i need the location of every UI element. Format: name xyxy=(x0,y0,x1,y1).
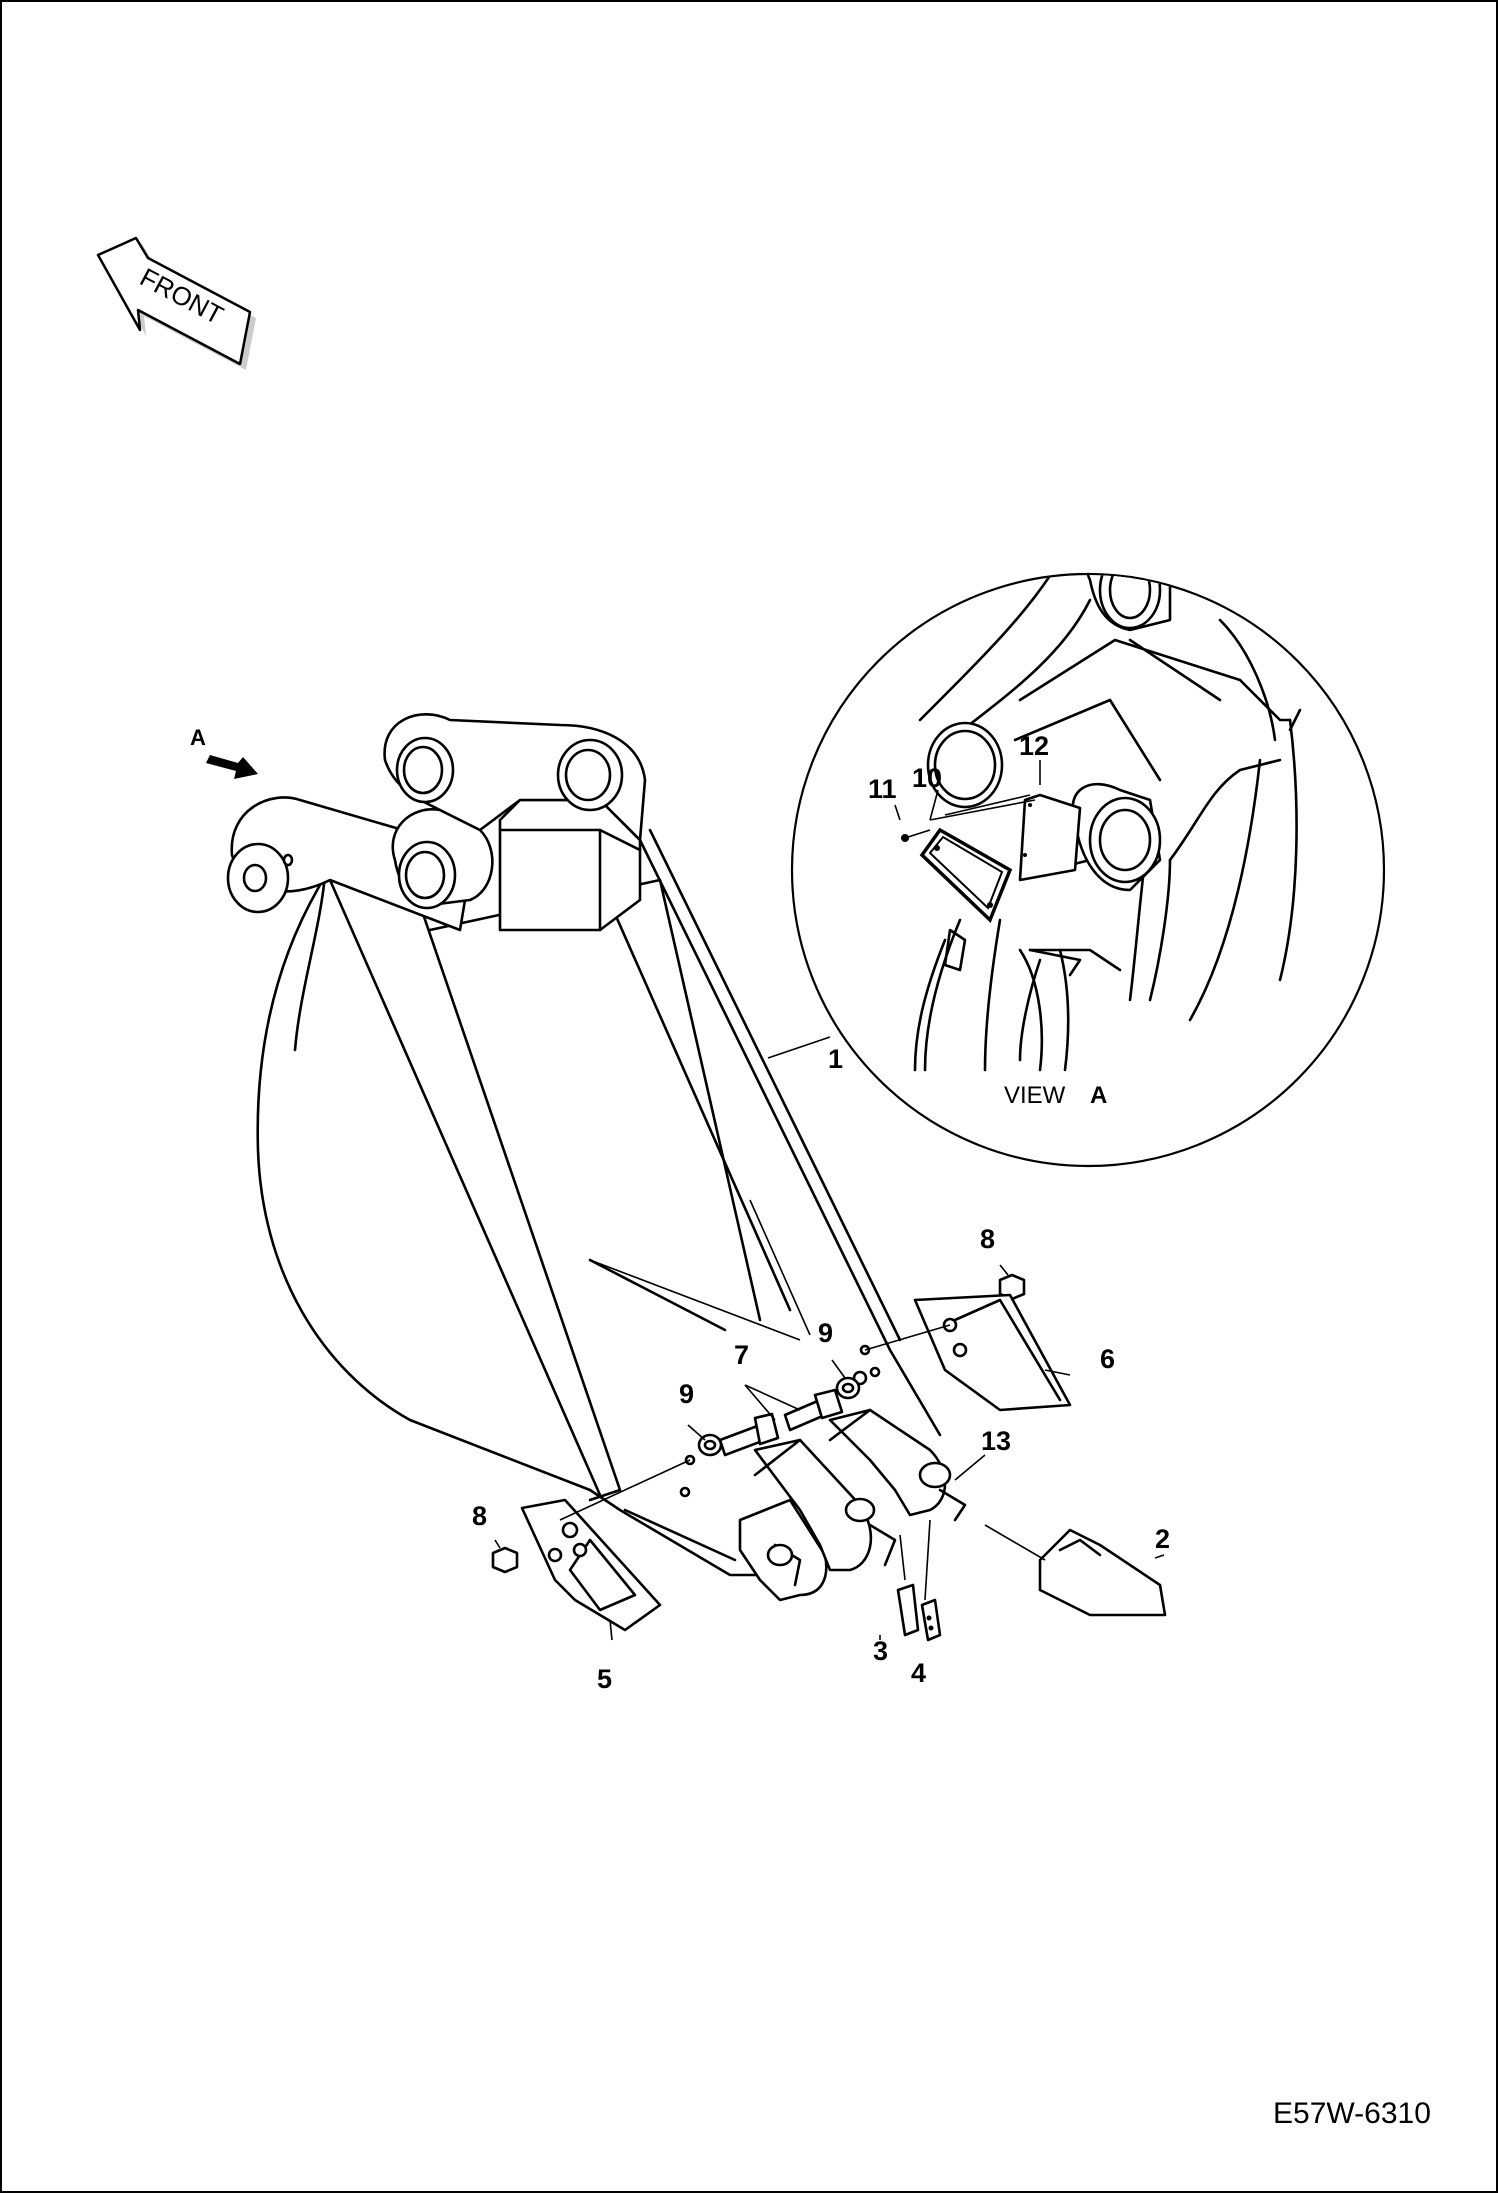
callout-9-right: 9 xyxy=(818,1318,833,1348)
bolts xyxy=(718,1388,844,1457)
view-label-word: VIEW xyxy=(1004,1082,1066,1109)
tooth-lock xyxy=(920,1598,942,1642)
view-a-detail: VIEW A xyxy=(790,572,1386,1168)
drawing-code: E57W-6310 xyxy=(1273,2097,1431,2130)
callout-1: 1 xyxy=(828,1044,843,1074)
view-label-letter: A xyxy=(1090,1082,1107,1109)
callout-12: 12 xyxy=(1019,731,1049,761)
side-cutter-right xyxy=(913,1293,1072,1412)
bucket-shell xyxy=(256,878,592,1492)
bucket-rear-edge xyxy=(638,838,942,1437)
nuts xyxy=(491,1273,1026,1574)
callout-6: 6 xyxy=(1100,1344,1115,1374)
callout-5: 5 xyxy=(597,1664,612,1694)
tooth-adapters xyxy=(738,1408,967,1602)
callout-7: 7 xyxy=(734,1340,749,1370)
bucket-assembly xyxy=(226,713,942,1577)
plate-12 xyxy=(1018,793,1082,882)
callout-4: 4 xyxy=(911,1658,926,1688)
tooth-point xyxy=(1038,1528,1167,1617)
view-a-marker: A xyxy=(190,725,258,779)
front-arrow: FRONT xyxy=(96,236,256,370)
callout-3: 3 xyxy=(873,1636,888,1666)
bucket-side-plate xyxy=(328,878,622,1502)
callout-8-left: 8 xyxy=(472,1501,487,1531)
callout-9-left: 9 xyxy=(679,1379,694,1409)
side-cutter-left xyxy=(520,1498,662,1632)
view-marker-letter: A xyxy=(190,725,206,750)
leader-lines xyxy=(494,1036,1165,1641)
callout-8-right: 8 xyxy=(980,1224,995,1254)
callout-numbers: 1 2 3 4 5 6 7 8 8 9 9 10 11 12 13 xyxy=(472,731,1170,1694)
callout-13: 13 xyxy=(981,1426,1011,1456)
washers xyxy=(697,1376,861,1457)
nameplate-10 xyxy=(919,827,1013,924)
callout-10: 10 xyxy=(912,763,942,793)
callout-11: 11 xyxy=(868,774,897,804)
tooth-pin xyxy=(896,1583,920,1637)
callout-2: 2 xyxy=(1155,1524,1170,1554)
